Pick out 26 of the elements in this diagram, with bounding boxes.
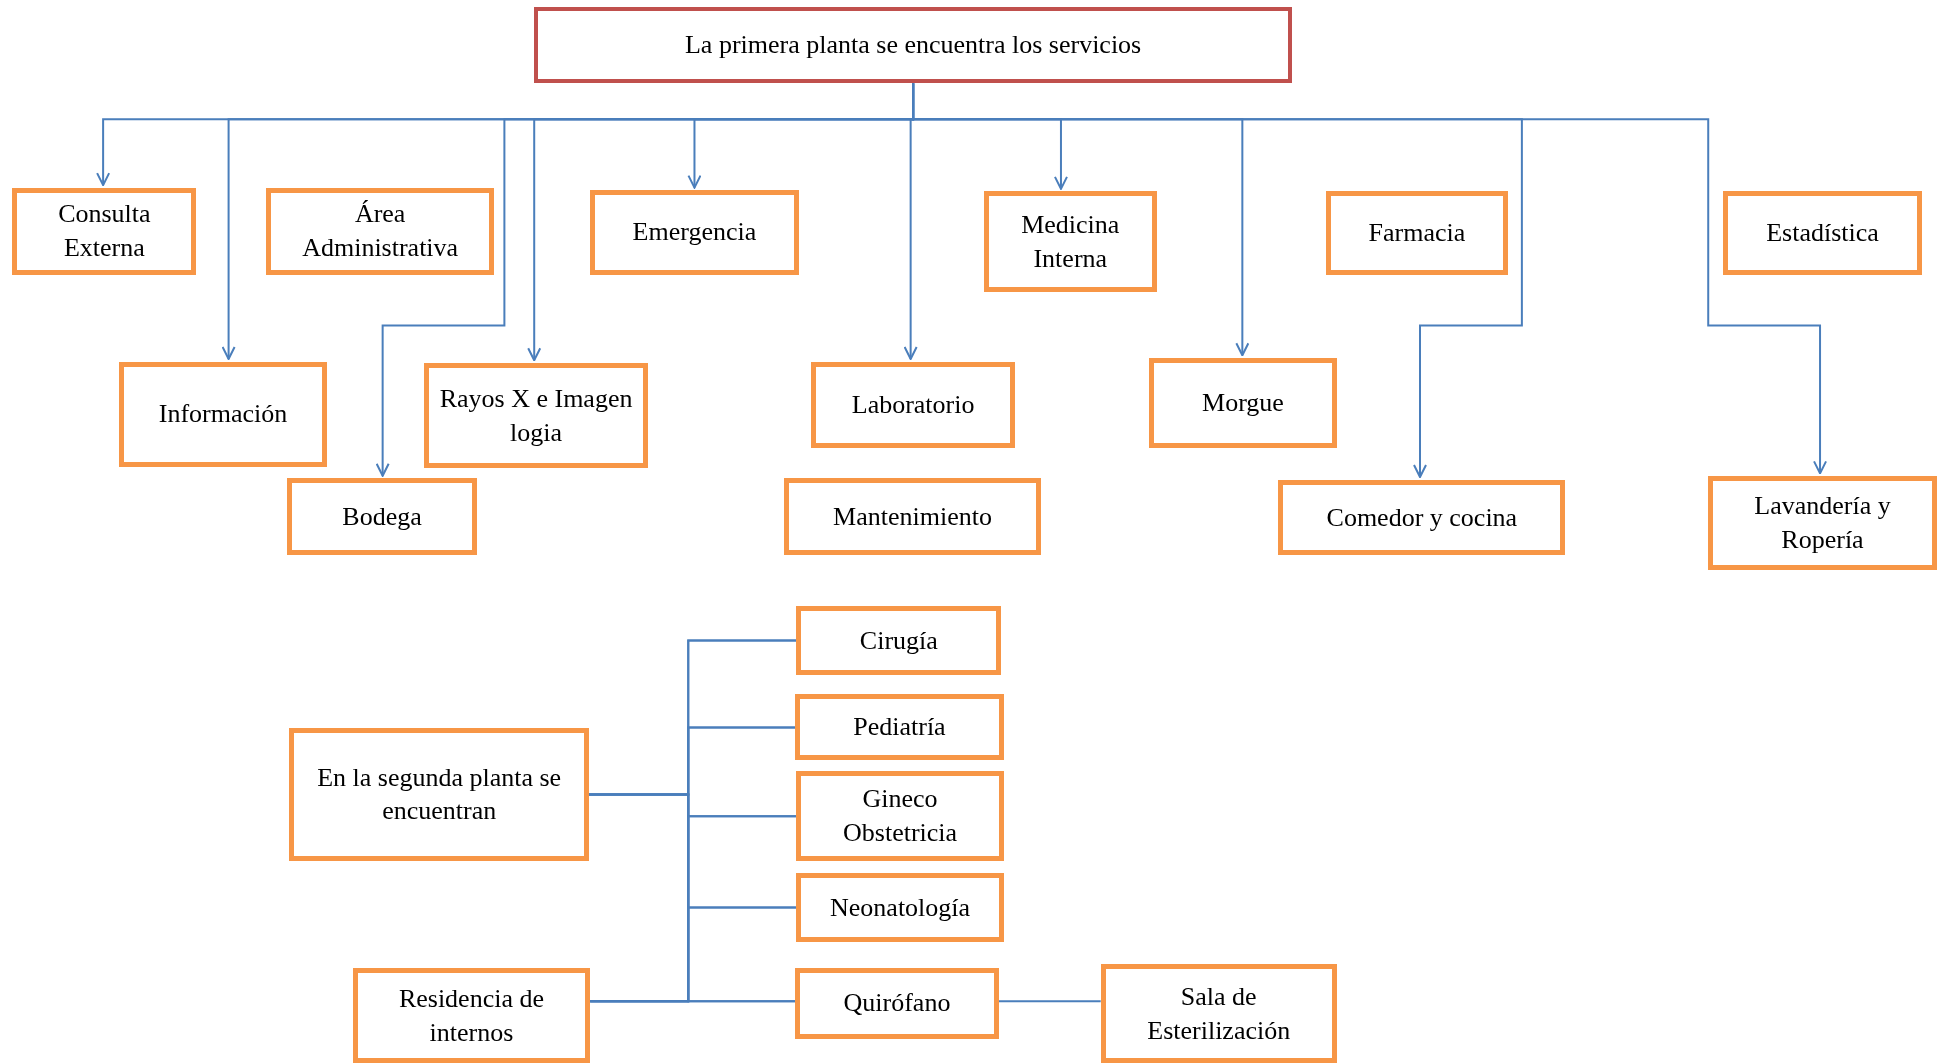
service-box: Mantenimiento [783,478,1042,556]
service-box: Morgue [1149,357,1337,449]
service-box: Consulta Externa [12,187,197,275]
title-box: La primera planta se encuentra los servicios [534,7,1293,84]
connector-line [589,1000,797,1003]
service-box: En la segunda planta se encuentran [289,728,589,861]
service-box: Bodega [286,478,478,556]
service-box: Rayos X e Imagen logia [423,362,649,469]
service-box: Neonatología [796,873,1004,942]
service-box: Emergencia [590,190,799,275]
service-box: Pediatría [795,694,1004,761]
service-box: Información [119,361,327,468]
service-box: Cirugía [796,606,1002,675]
service-box: Laboratorio [811,361,1015,449]
arrow [912,82,1828,475]
connector-line [997,1000,1102,1003]
service-box: Gineco Obstetricia [796,771,1004,861]
service-box: Quirófano [795,967,999,1039]
service-box: Medicina Interna [983,191,1157,292]
service-box: Residencia de internos [352,967,591,1063]
service-box: Lavandería y Ropería [1708,475,1937,571]
service-box: Área Administrativa [265,187,495,275]
service-box: Sala de Esterilización [1100,964,1337,1063]
service-box: Farmacia [1325,191,1509,275]
service-box: Comedor y cocina [1278,479,1566,556]
service-box: Estadística [1723,191,1922,275]
